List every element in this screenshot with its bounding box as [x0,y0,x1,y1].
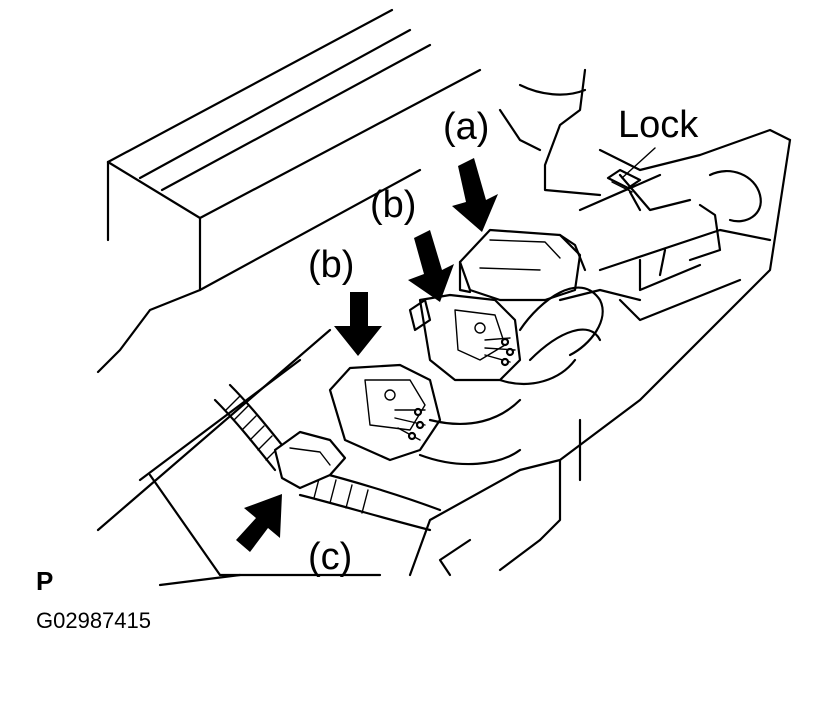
label-c: (c) [308,536,353,578]
lock-leader-line [621,147,656,179]
wire-harness-upper [498,286,604,385]
arrow-a [452,158,498,232]
label-b-lower: (b) [308,244,355,286]
arrow-b-lower [334,292,382,356]
connector-c [273,430,347,490]
arrow-b-upper [408,230,454,302]
connector-b-upper [408,293,522,382]
figure-id: G02987415 [36,608,151,633]
label-lock: Lock [618,104,699,146]
connector-b-lower [328,363,522,466]
label-b-upper: (b) [370,184,417,226]
lock-clip [606,168,642,212]
arrow-c [236,494,282,552]
right-panel [408,173,772,577]
view-code: P [36,566,54,596]
vehicle-body-outline [96,8,482,587]
label-a: (a) [443,106,490,148]
connector-a [458,228,587,302]
